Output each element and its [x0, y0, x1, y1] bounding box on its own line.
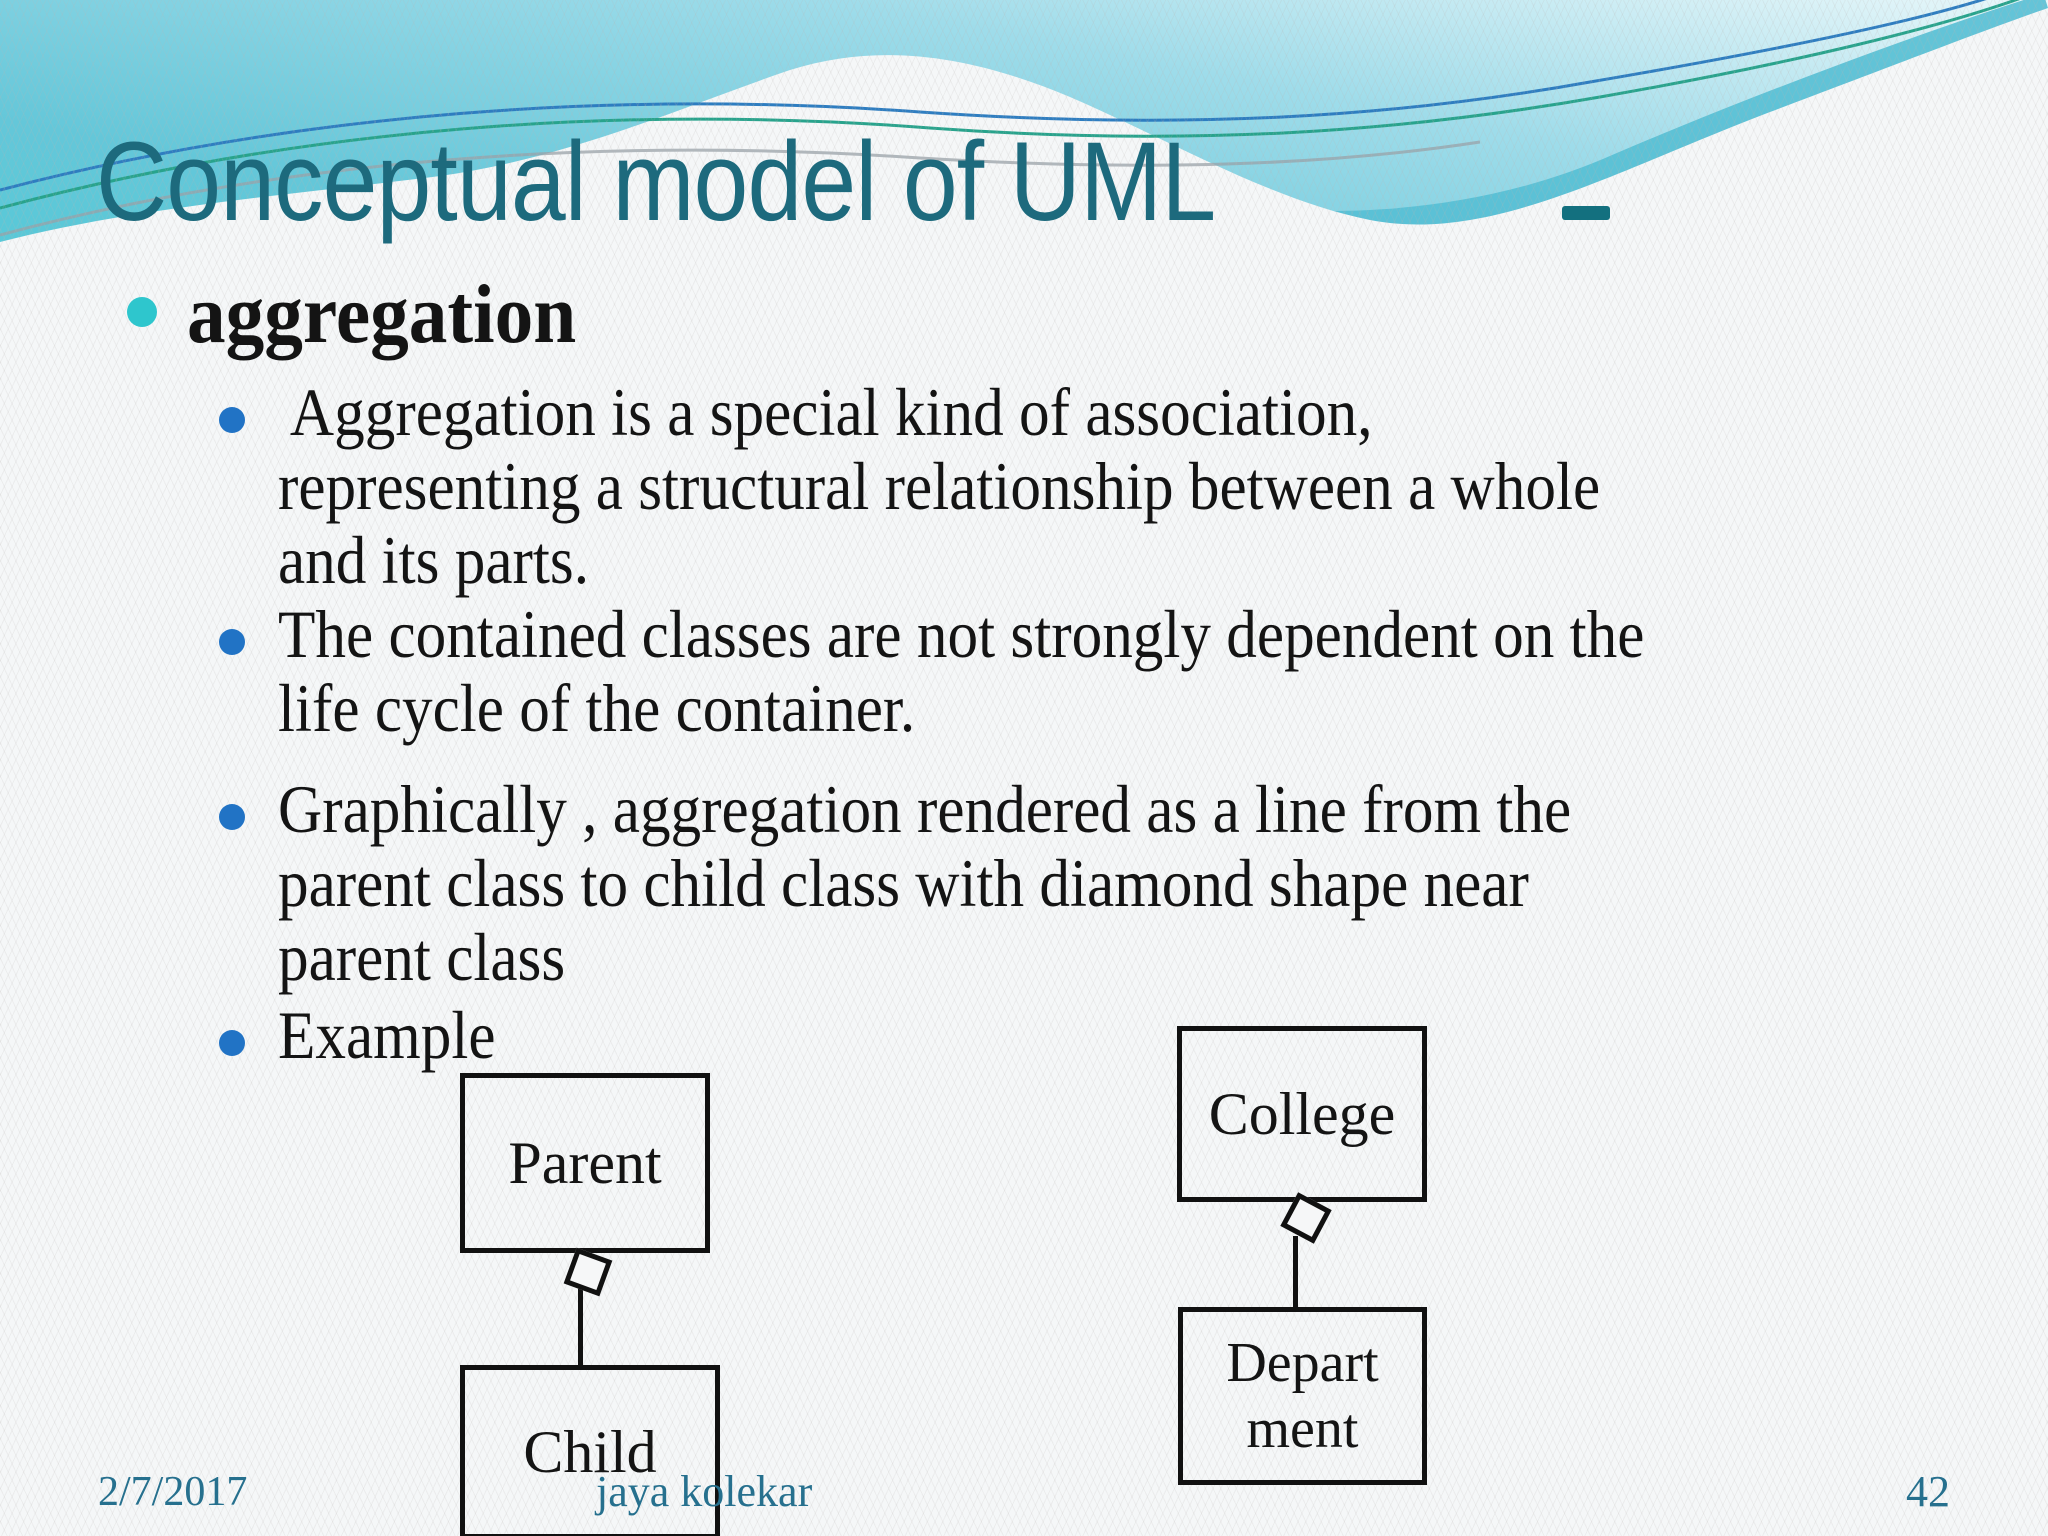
bullet-line: Example — [278, 997, 496, 1073]
accent-line-blue — [0, 0, 1987, 192]
uml-class-box-department: Depart ment — [1178, 1307, 1427, 1485]
level2-bullet-icon — [219, 804, 245, 830]
bullet-line: and its parts. — [278, 522, 590, 598]
bullet-paragraph: Aggregation is a special kind of associa… — [278, 375, 1600, 597]
level2-bullet-icon — [219, 1030, 245, 1056]
footer-slide-number: 42 — [1906, 1467, 1950, 1516]
uml-class-label: Depart ment — [1226, 1330, 1378, 1462]
wave-white-foreground — [0, 8, 2048, 560]
accent-line-green — [0, 0, 2020, 210]
uml-class-label: Child — [523, 1419, 657, 1485]
level2-bullet-icon — [219, 407, 245, 433]
uml-class-box-parent: Parent — [460, 1073, 710, 1253]
teal-dash-decoration — [1562, 206, 1610, 220]
association-line — [578, 1288, 583, 1368]
accent-line-gray — [0, 140, 1481, 237]
bullet-line: representing a structural relationship b… — [278, 448, 1601, 524]
level1-bullet-icon — [127, 297, 157, 327]
level1-heading: aggregation — [187, 268, 577, 361]
header-wave-decoration — [0, 0, 2048, 560]
level2-bullet-icon — [219, 629, 245, 655]
bullet-line: parent class to child class with diamond… — [278, 845, 1529, 921]
uml-class-box-college: College — [1177, 1026, 1427, 1202]
association-line — [1293, 1236, 1298, 1308]
bullet-paragraph: Graphically , aggregation rendered as a … — [278, 772, 1571, 994]
bullet-line: life cycle of the container. — [278, 670, 916, 746]
bullet-paragraph: Example — [278, 998, 496, 1072]
bullet-line: parent class — [278, 919, 566, 995]
bullet-line: Graphically , aggregation rendered as a … — [278, 771, 1572, 847]
uml-class-label: College — [1208, 1081, 1396, 1147]
uml-class-label: Parent — [508, 1130, 662, 1196]
uml-class-label-line: Depart — [1226, 1332, 1379, 1394]
uml-class-label-line: ment — [1246, 1398, 1359, 1460]
footer-author: jaya kolekar — [596, 1467, 813, 1516]
uml-class-box-child: Child — [460, 1365, 720, 1536]
slide-title: Conceptual model of UML — [96, 119, 1216, 244]
bullet-line: The contained classes are not strongly d… — [278, 596, 1645, 672]
footer-date: 2/7/2017 — [98, 1469, 248, 1515]
bullet-line: Aggregation is a special kind of associa… — [278, 374, 1373, 450]
bullet-paragraph: The contained classes are not strongly d… — [278, 597, 1644, 745]
aggregation-diamond-icon — [563, 1247, 613, 1297]
